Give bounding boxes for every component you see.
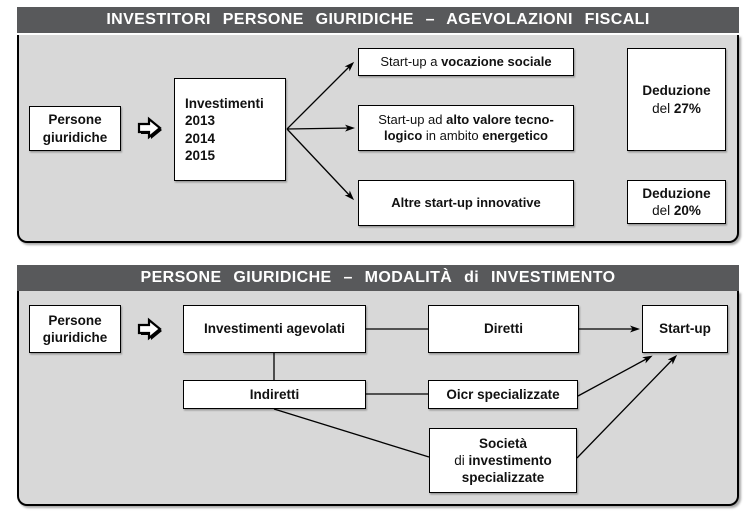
investimenti-agevolati-label: Investimenti agevolati [203, 321, 346, 337]
box-persone-giuridiche-1: Persone giuridiche [29, 106, 121, 151]
box-diretti: Diretti [428, 305, 579, 353]
societa-line1: Società [478, 435, 528, 451]
deduzione20-line1: Deduzione [642, 185, 711, 201]
box-investimenti-anni: Investimenti 2013 2014 2015 [174, 78, 286, 181]
box-deduzione-27: Deduzione del 27% [627, 48, 726, 151]
panel2-title: PERSONE GIURIDICHE – MODALITÀ di INVESTI… [140, 269, 616, 286]
anno-2013: 2013 [185, 113, 216, 129]
startup-sociale-text: Start-up a vocazione sociale [380, 53, 552, 69]
flow-arrow-icon-1 [137, 116, 162, 140]
altre-startup-text: Altre start-up innovative [391, 194, 541, 210]
indiretti-label: Indiretti [249, 386, 300, 402]
box-oicr-specializzate: Oicr specializzate [428, 380, 578, 409]
box-societa-investimento: Società di investimento specializzate [429, 428, 577, 493]
panel1-header: INVESTITORI PERSONE GIURIDICHE – AGEVOLA… [17, 7, 739, 33]
societa-line2: di investimento [454, 452, 552, 468]
deduzione27-line1: Deduzione [642, 83, 711, 99]
box-startup-vocazione-sociale: Start-up a vocazione sociale [358, 48, 574, 76]
box-persone-giuridiche-2: Persone giuridiche [29, 305, 121, 353]
societa-line3: specializzate [461, 470, 545, 486]
panel2-header: PERSONE GIURIDICHE – MODALITÀ di INVESTI… [17, 265, 739, 291]
oicr-label: Oicr specializzate [446, 386, 560, 402]
deduzione27-line2: del 27% [652, 100, 701, 116]
deduzione20-line2: del 20% [652, 203, 701, 218]
startup-label: Start-up [659, 321, 711, 337]
flow-arrow-icon-2 [137, 317, 162, 341]
persone2-line2: giuridiche [42, 330, 108, 345]
investimenti-label: Investimenti [185, 96, 264, 112]
box-indiretti: Indiretti [183, 380, 366, 409]
box-investimenti-agevolati: Investimenti agevolati [183, 305, 366, 353]
anno-2014: 2014 [185, 130, 216, 146]
box-altre-startup-innovative: Altre start-up innovative [358, 180, 574, 226]
anno-2015: 2015 [185, 147, 216, 163]
diretti-label: Diretti [483, 321, 523, 337]
persone-line1: Persone [48, 112, 102, 128]
panel1-title: INVESTITORI PERSONE GIURIDICHE – AGEVOLA… [106, 11, 650, 28]
panel2-body [17, 291, 739, 506]
box-deduzione-20: Deduzione del 20% [627, 180, 726, 224]
startup-tecno-text: Start-up ad alto valore tecno-logico in … [378, 111, 554, 144]
box-startup: Start-up [642, 305, 728, 353]
box-startup-alto-valore-tecnologico: Start-up ad alto valore tecno-logico in … [358, 105, 574, 151]
persone-line2: giuridiche [42, 129, 108, 145]
persone2-line1: Persone [48, 312, 102, 328]
